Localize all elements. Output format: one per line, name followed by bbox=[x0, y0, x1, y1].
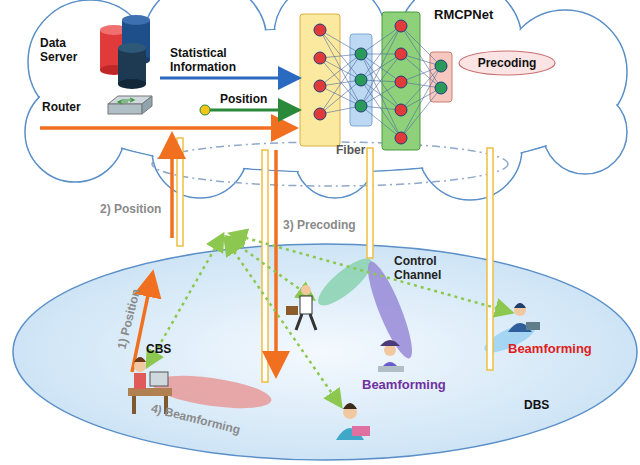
data-arrow bbox=[160, 77, 299, 80]
fiber-ring bbox=[152, 142, 508, 186]
output-oval: Precoding bbox=[458, 50, 556, 76]
phone-user bbox=[336, 403, 370, 440]
node-label: Data Server bbox=[40, 36, 92, 64]
fiber-links bbox=[177, 138, 493, 382]
beam-label: Beamforming bbox=[362, 378, 446, 392]
cloud bbox=[25, 0, 627, 200]
oval-shape bbox=[459, 51, 555, 75]
data-arrow bbox=[210, 109, 299, 112]
node-label: Router bbox=[42, 100, 102, 114]
edge-label: Position bbox=[220, 92, 290, 106]
component-group: Router bbox=[38, 94, 150, 124]
component-group: RMCPNetPrecoding bbox=[300, 4, 540, 154]
fiber-label: Fiber bbox=[336, 143, 365, 157]
step-label: 3) Precoding bbox=[283, 218, 356, 232]
laptop-user bbox=[378, 340, 404, 372]
station-label: DBS bbox=[524, 398, 549, 412]
channel-label: Control Channel bbox=[394, 254, 454, 282]
router-icon bbox=[108, 96, 152, 114]
station-label: CBS bbox=[146, 342, 171, 356]
component-group: Data Server bbox=[38, 14, 160, 86]
edge-label: Statistical Information bbox=[170, 46, 280, 74]
step-arrows bbox=[40, 128, 292, 372]
control-channel bbox=[148, 234, 510, 405]
beam-label: Beamforming bbox=[508, 342, 592, 356]
step-label: 2) Position bbox=[100, 202, 161, 216]
position-dot bbox=[200, 105, 210, 115]
database-icon bbox=[100, 15, 150, 89]
beam bbox=[312, 252, 378, 313]
output-label: Precoding bbox=[458, 56, 556, 70]
node-label: RMCPNet bbox=[434, 8, 524, 22]
coverage-area bbox=[13, 244, 637, 460]
walking-user bbox=[286, 285, 316, 330]
desk-user bbox=[508, 303, 540, 332]
neural-network bbox=[300, 12, 452, 150]
